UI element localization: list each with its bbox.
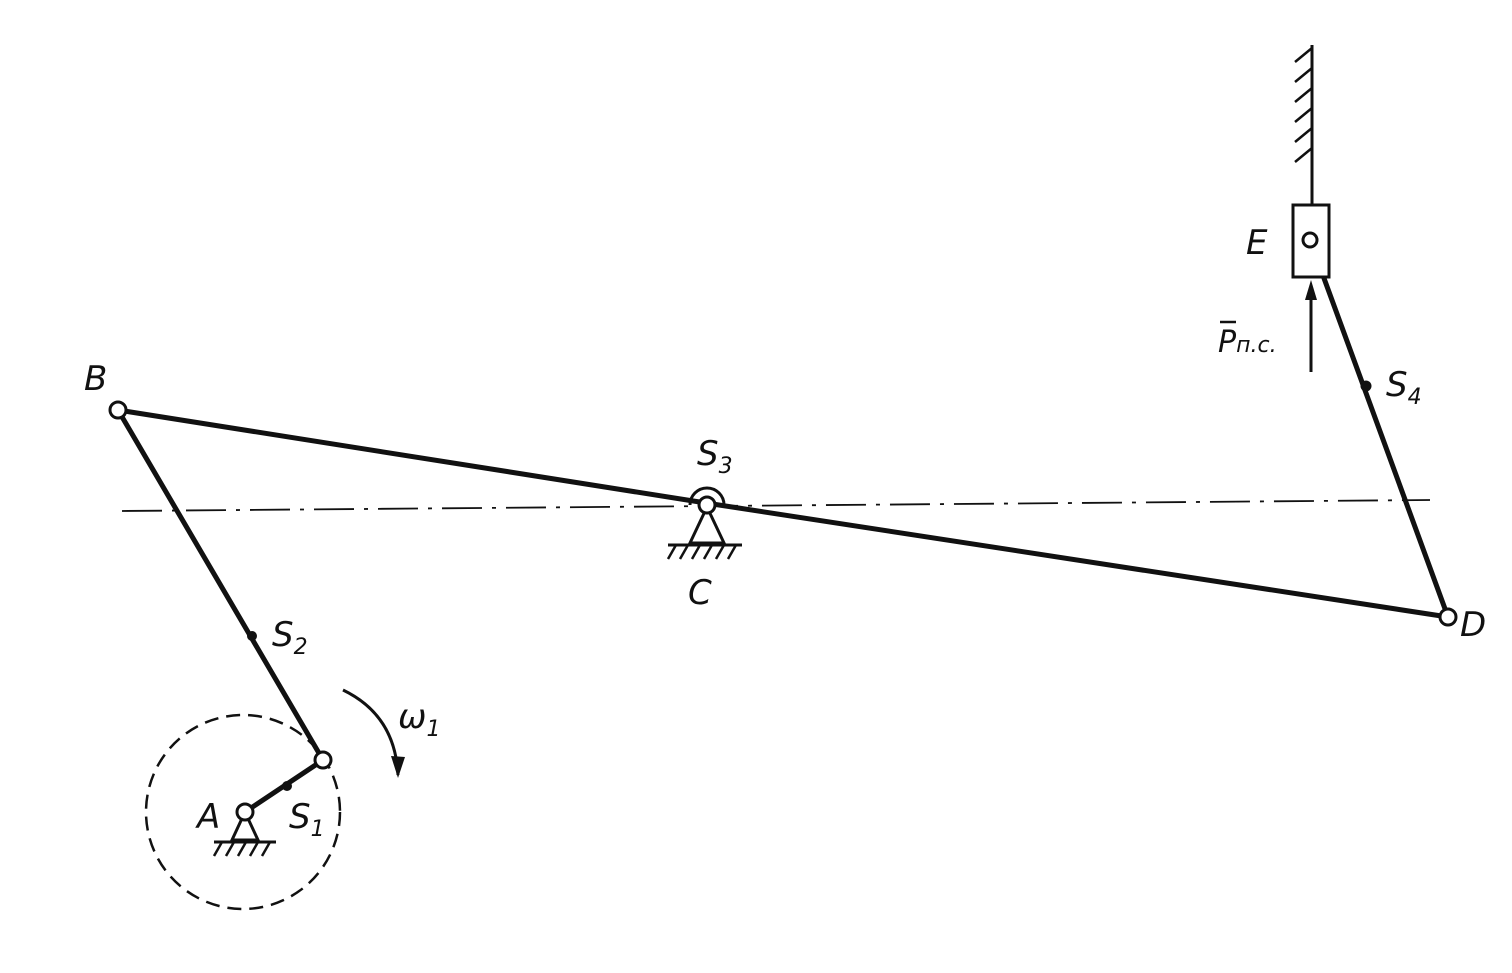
- joint-a: [235, 802, 255, 822]
- label-force: Pп.с.: [1218, 320, 1277, 360]
- center-of-mass-s4: [1360, 380, 1372, 392]
- angular-velocity-arrow: [342, 688, 405, 778]
- label-omega: ω1: [398, 697, 440, 742]
- label-e: E: [1246, 223, 1268, 263]
- link-connecting-rod-4: [1307, 237, 1451, 620]
- label-b: B: [84, 359, 107, 399]
- joint-c: [697, 495, 717, 515]
- label-d: D: [1460, 605, 1486, 645]
- link-connecting-rod-2: [115, 407, 326, 763]
- link-cd: [703, 500, 1451, 620]
- label-a: A: [195, 797, 220, 837]
- center-of-mass-s1: [282, 781, 292, 791]
- ground-support-a: [212, 808, 276, 857]
- link-bc: [115, 407, 709, 506]
- center-axis-line: [121, 499, 1431, 512]
- slider-guide: [1294, 45, 1314, 205]
- force-arrow: [1305, 280, 1317, 372]
- joint-crank-end: [313, 750, 333, 770]
- center-of-mass-s2: [247, 631, 257, 641]
- label-c: C: [688, 573, 712, 613]
- svg-text:Pп.с.: Pп.с.: [1218, 325, 1277, 360]
- crank-trajectory-circle: [144, 713, 342, 911]
- label-s3: S3: [697, 434, 733, 479]
- joint-d: [1438, 607, 1458, 627]
- label-s1: S1: [289, 797, 325, 842]
- ground-support-c: [666, 486, 742, 560]
- label-s2: S2: [272, 615, 308, 660]
- label-s4: S4: [1386, 365, 1422, 410]
- joint-e: [1301, 231, 1319, 249]
- joint-b: [108, 400, 128, 420]
